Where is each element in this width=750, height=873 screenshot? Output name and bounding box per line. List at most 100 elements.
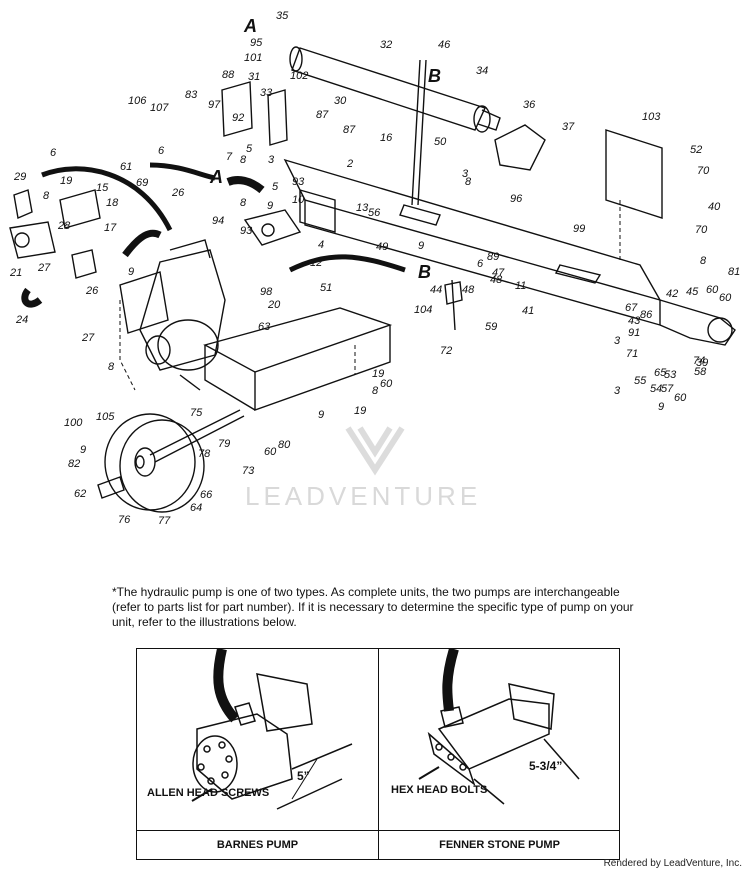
- part-number-50: 50: [434, 136, 447, 148]
- part-number-8: 8: [465, 176, 472, 188]
- valve-handle: [411, 59, 427, 206]
- part-number-57: 57: [661, 383, 674, 395]
- part-number-7: 7: [226, 151, 233, 163]
- part-number-52: 52: [690, 144, 702, 156]
- part-number-6: 6: [477, 258, 484, 270]
- part-number-80: 80: [278, 439, 291, 451]
- exploded-parts-diagram: LEADVENTURE: [9, 10, 740, 527]
- part-number-15: 15: [96, 182, 109, 194]
- part-number-97: 97: [208, 99, 221, 111]
- part-number-8: 8: [240, 197, 247, 209]
- part-number-83: 83: [185, 89, 198, 101]
- part-number-9: 9: [80, 444, 86, 456]
- part-number-43: 43: [628, 315, 641, 327]
- part-number-60: 60: [674, 392, 687, 404]
- part-number-42: 42: [666, 288, 678, 300]
- part-number-10: 10: [292, 194, 305, 206]
- part-number-60: 60: [706, 284, 719, 296]
- part-number-53: 53: [664, 369, 677, 381]
- part-number-70: 70: [697, 165, 710, 177]
- part-number-60: 60: [380, 378, 393, 390]
- render-credit: Rendered by LeadVenture, Inc.: [603, 858, 742, 869]
- part-number-59: 59: [485, 321, 497, 333]
- part-number-88: 88: [222, 69, 235, 81]
- part-number-20: 20: [267, 299, 281, 311]
- fenner-stone-pump-illustration: [418, 649, 580, 805]
- part-number-87: 87: [316, 109, 329, 121]
- part-number-74: 74: [693, 355, 705, 367]
- part-number-8: 8: [43, 190, 50, 202]
- part-number-99: 99: [573, 223, 585, 235]
- part-number-75: 75: [190, 407, 203, 419]
- part-number-21: 21: [9, 267, 22, 279]
- part-number-5: 5: [246, 143, 253, 155]
- part-number-9: 9: [658, 401, 664, 413]
- part-number-56: 56: [368, 207, 381, 219]
- hose-6-middle: [149, 162, 216, 181]
- part-number-27: 27: [81, 332, 95, 344]
- part-number-86: 86: [640, 309, 653, 321]
- part-number-5: 5: [272, 181, 279, 193]
- part-number-36: 36: [523, 99, 536, 111]
- section-label-a-hose: A: [209, 167, 223, 187]
- part-number-78: 78: [198, 448, 211, 460]
- barnes-pump-panel: ALLEN HEAD SCREWS 5” BARNES PUMP: [137, 649, 379, 859]
- part-number-4: 4: [318, 239, 324, 251]
- part-number-6: 6: [158, 145, 165, 157]
- part-number-87: 87: [343, 124, 356, 136]
- part-number-92: 92: [232, 112, 244, 124]
- part-number-89: 89: [487, 251, 499, 263]
- part-number-82: 82: [68, 458, 80, 470]
- part-number-37: 37: [562, 121, 575, 133]
- part-number-107: 107: [150, 102, 169, 114]
- part-number-63: 63: [258, 321, 271, 333]
- back-plate: [605, 129, 663, 219]
- part-number-13: 13: [356, 202, 369, 214]
- hydraulic-cylinder: [289, 46, 501, 133]
- axle: [149, 409, 245, 463]
- part-number-27: 27: [37, 262, 51, 274]
- section-label-b-hose: B: [418, 262, 431, 282]
- section-label-a-top: A: [243, 16, 257, 36]
- part-number-3: 3: [614, 385, 621, 397]
- part-number-76: 76: [118, 514, 131, 526]
- part-number-49: 49: [376, 241, 388, 253]
- part-number-48: 48: [462, 284, 475, 296]
- part-number-93: 93: [240, 225, 253, 237]
- barnes-pump-dimension: 5”: [297, 769, 310, 783]
- part-number-46: 46: [438, 39, 451, 51]
- part-number-96: 96: [510, 193, 523, 205]
- fenner-stone-pump-label: FENNER STONE PUMP: [379, 830, 620, 859]
- hydraulic-pump: [9, 189, 101, 279]
- fenner-stone-pump-dimension: 5-3/4”: [529, 759, 563, 773]
- part-number-66: 66: [200, 489, 213, 501]
- part-number-8: 8: [108, 361, 115, 373]
- part-number-48: 48: [490, 274, 503, 286]
- part-number-3: 3: [462, 168, 469, 180]
- part-number-29: 29: [13, 171, 26, 183]
- control-valve: [243, 209, 302, 246]
- part-number-81: 81: [728, 266, 740, 278]
- watermark-logo: [345, 426, 405, 476]
- part-number-51: 51: [320, 282, 332, 294]
- part-number-105: 105: [96, 411, 115, 423]
- part-number-64: 64: [190, 502, 202, 514]
- part-number-19: 19: [354, 405, 366, 417]
- part-number-65: 65: [654, 367, 667, 379]
- suction-hose: [21, 287, 43, 308]
- part-number-106: 106: [128, 95, 147, 107]
- fenner-stone-pump-panel: HEX HEAD BOLTS 5-3/4” FENNER STONE PUMP: [379, 649, 620, 859]
- part-number-70: 70: [695, 224, 708, 236]
- part-number-19: 19: [372, 368, 384, 380]
- part-number-35: 35: [276, 10, 289, 22]
- part-number-9: 9: [128, 266, 134, 278]
- part-number-77: 77: [158, 515, 171, 527]
- part-number-11: 11: [515, 280, 526, 292]
- barnes-pump-callout: ALLEN HEAD SCREWS: [147, 787, 270, 799]
- part-number-62: 62: [74, 488, 86, 500]
- part-number-101: 101: [244, 52, 262, 64]
- part-number-103: 103: [642, 111, 661, 123]
- hose-6-lower: [288, 254, 406, 273]
- part-number-58: 58: [694, 366, 707, 378]
- part-number-12: 12: [310, 257, 322, 269]
